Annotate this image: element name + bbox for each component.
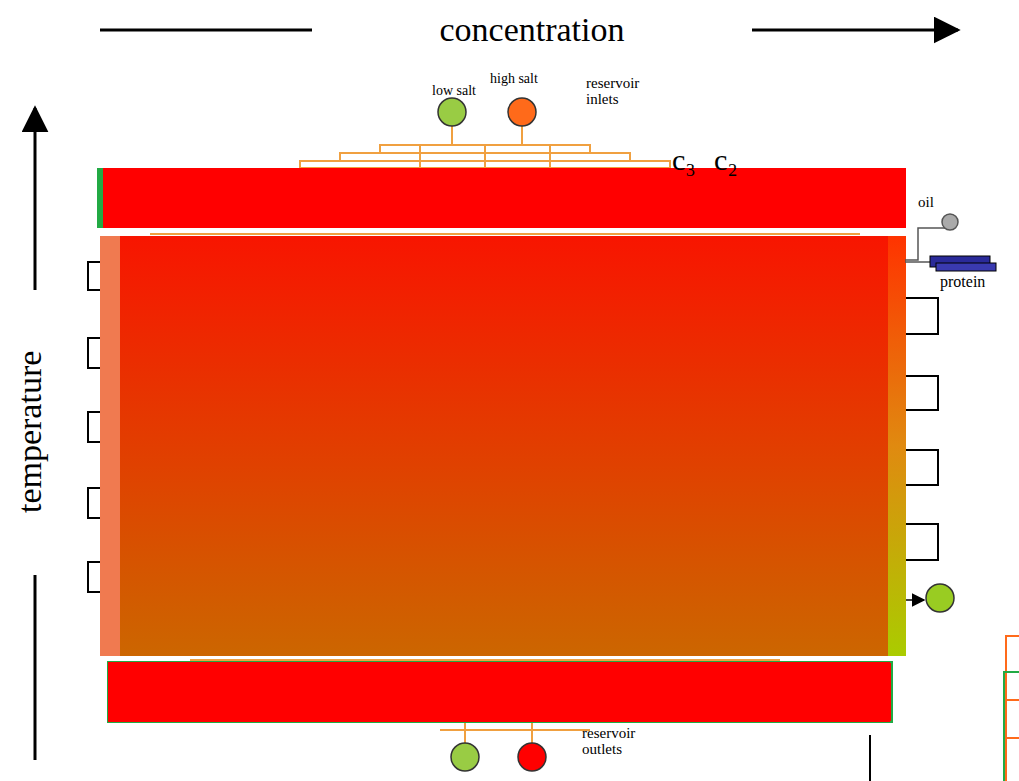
reservoir-label: reservoir outlets — [582, 726, 652, 758]
heater-bar — [108, 662, 890, 722]
gradient-chamber — [120, 236, 890, 656]
oil-line — [905, 228, 945, 260]
concentration-label: c₂ — [714, 144, 738, 176]
outlet-reservoir — [451, 743, 479, 771]
concentration-label: c₃ — [672, 144, 696, 176]
channel-tree — [300, 126, 670, 168]
outlet-arrow — [906, 599, 924, 601]
outlet-reservoir — [518, 743, 546, 771]
heater-bar — [108, 662, 892, 722]
corner-detail — [1004, 636, 1019, 781]
axis-title: concentration — [433, 12, 630, 48]
edge-line — [869, 735, 871, 781]
right-band — [888, 236, 906, 656]
protein-syringe — [936, 263, 996, 271]
inlet-reservoir — [438, 98, 466, 126]
heater-bar — [103, 168, 906, 228]
axis-line — [34, 575, 37, 760]
axis-line — [100, 29, 312, 32]
oil-reservoir — [942, 214, 958, 230]
channel-tree — [150, 233, 860, 235]
axis-arrow — [34, 108, 37, 290]
inlet-reservoir — [508, 98, 536, 126]
input-label: protein — [940, 274, 985, 291]
outlet-reservoir — [926, 584, 954, 612]
reservoir-label: high salt — [490, 72, 538, 87]
reservoir-label: low salt — [432, 84, 476, 99]
reservoir-label: reservoir inlets — [586, 76, 648, 108]
input-label: oil — [918, 195, 934, 211]
protein-line — [905, 261, 930, 263]
axis-title: temperature — [12, 345, 48, 519]
axis-arrow — [752, 29, 958, 32]
